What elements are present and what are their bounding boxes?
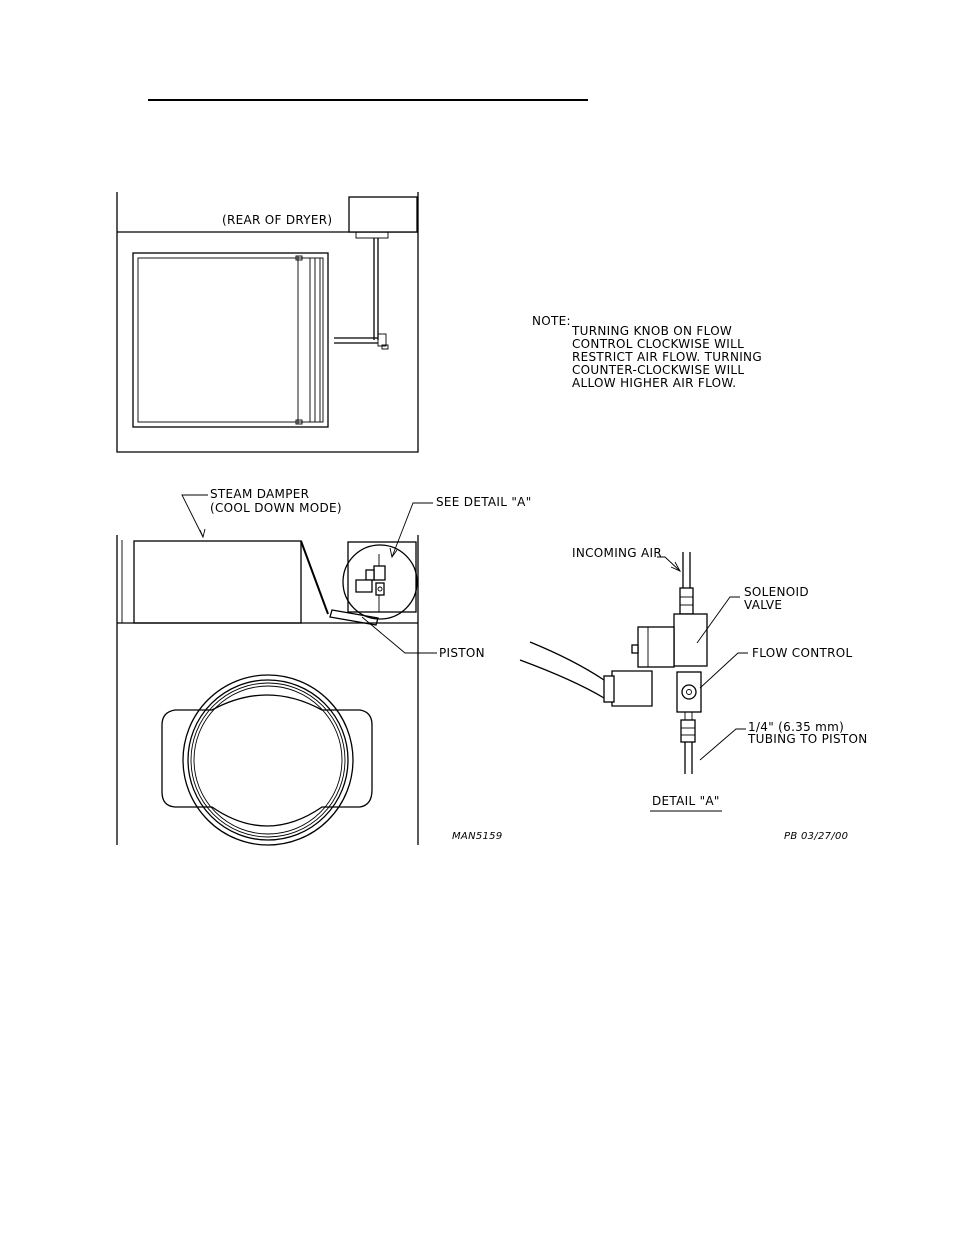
drum-door-ring-outer [183, 675, 353, 845]
solenoid-valve-label: SOLENOID [744, 585, 809, 599]
detail-a [520, 552, 707, 774]
solenoid-valve [674, 614, 707, 666]
note-line: TURNING KNOB ON FLOW [571, 324, 732, 338]
drawing-number: MAN5159 [452, 831, 503, 842]
drum-door-ring [188, 680, 348, 840]
steam-damper-box [134, 541, 301, 623]
note-block: NOTE: TURNING KNOB ON FLOW CONTROL CLOCK… [532, 314, 762, 390]
see-detail-a-label: SEE DETAIL "A" [436, 495, 532, 509]
piston-label: PISTON [439, 646, 485, 660]
detail-a-callout-circle [343, 545, 417, 619]
incoming-air-label: INCOMING AIR [572, 546, 662, 560]
steam-damper-mode-label: (COOL DOWN MODE) [210, 501, 342, 515]
note-line: CONTROL CLOCKWISE WILL [572, 337, 744, 351]
note-heading: NOTE: [532, 314, 571, 328]
top-view: (REAR OF DRYER) [117, 192, 418, 452]
note-line: COUNTER-CLOCKWISE WILL [572, 363, 744, 377]
steam-damper-label: STEAM DAMPER [210, 487, 309, 501]
drawing-revision: PB 03/27/00 [784, 831, 848, 842]
solenoid-valve-label-2: VALVE [744, 598, 782, 612]
front-view-callouts: STEAM DAMPER (COOL DOWN MODE) SEE DETAIL… [182, 487, 532, 660]
note-line: ALLOW HIGHER AIR FLOW. [572, 376, 736, 390]
rear-of-dryer-label: (REAR OF DRYER) [222, 213, 332, 227]
top-view-control-box [349, 197, 417, 232]
flow-control-body [677, 672, 701, 712]
note-line: RESTRICT AIR FLOW. TURNING [572, 350, 762, 364]
top-view-door-panel [133, 253, 328, 427]
solenoid-connector [612, 671, 652, 706]
detail-a-title: DETAIL "A" [652, 794, 720, 808]
flow-control-label: FLOW CONTROL [752, 646, 853, 660]
front-view [117, 535, 418, 845]
tubing-to-piston-label: TUBING TO PISTON [747, 732, 868, 746]
